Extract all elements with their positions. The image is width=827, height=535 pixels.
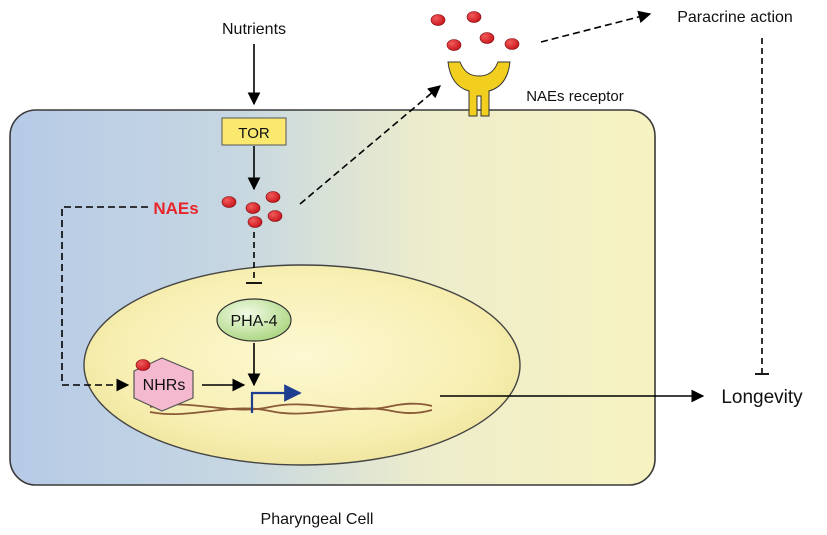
longevity-label: Longevity xyxy=(721,387,803,408)
nae-molecules-extracellular xyxy=(430,11,520,51)
to-paracrine-arrow xyxy=(540,10,652,43)
naes-label: NAEs xyxy=(153,199,198,218)
naes-receptor-icon xyxy=(447,61,511,117)
nhrs-bound-nae xyxy=(135,359,151,371)
pha4-node xyxy=(216,298,292,342)
nhrs-label: NHRs xyxy=(143,377,186,394)
chromatin xyxy=(149,402,433,415)
paracrine-action-label: Paracrine action xyxy=(677,9,793,26)
naes-to-nhrs-path xyxy=(61,206,148,392)
tor-box xyxy=(221,117,287,146)
pha4-label: PHA-4 xyxy=(230,313,277,330)
transcription-arrow xyxy=(250,384,302,413)
nutrients-label: Nutrients xyxy=(222,21,286,38)
pharyngeal-cell-label: Pharyngeal Cell xyxy=(261,511,374,528)
nae-molecules-cell xyxy=(221,191,283,228)
tor-label: TOR xyxy=(238,125,270,142)
naes-to-receptor-arrow xyxy=(299,85,441,205)
nhrs-node xyxy=(133,357,194,412)
naes-receptor-label: NAEs receptor xyxy=(526,88,624,105)
nucleus xyxy=(83,264,521,466)
